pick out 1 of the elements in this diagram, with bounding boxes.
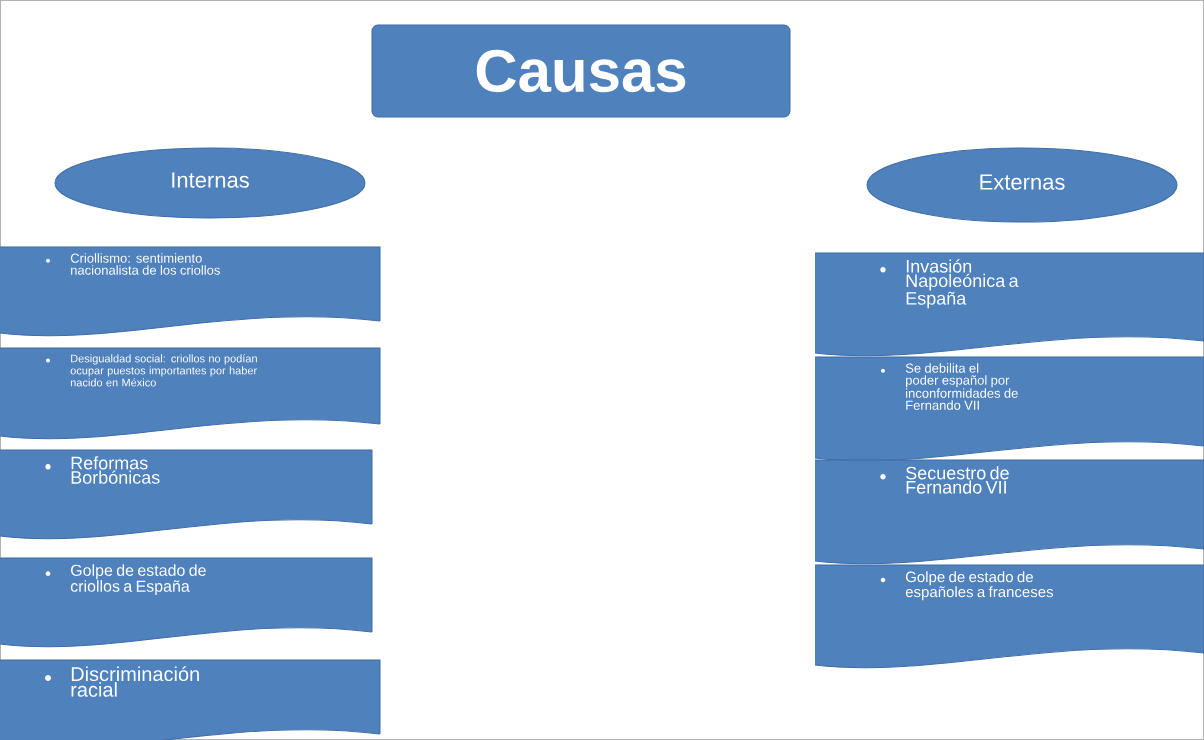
title-box: Causas: [371, 24, 791, 118]
